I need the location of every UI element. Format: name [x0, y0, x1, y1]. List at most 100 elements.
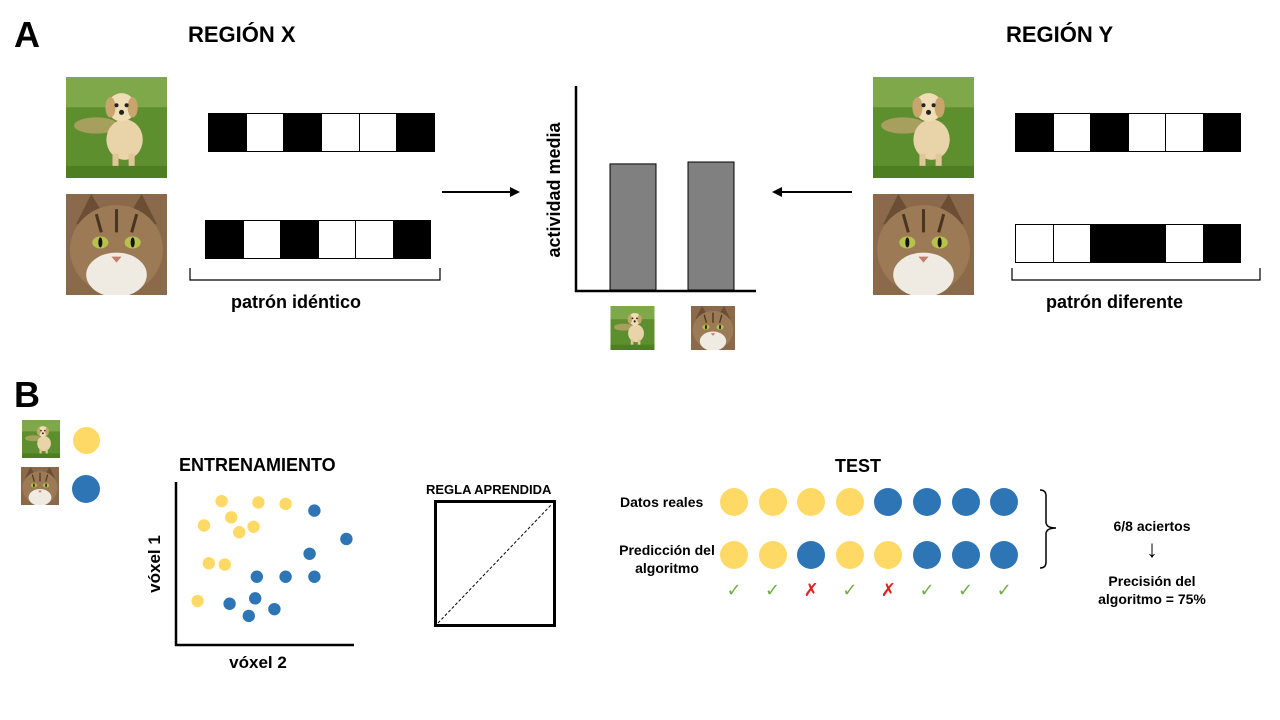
learned-rule-diagram — [434, 500, 556, 627]
bar-gato — [687, 161, 735, 291]
region-x-bracket — [189, 268, 441, 281]
check-icon: ✓ — [726, 580, 742, 601]
scatter-point-blue — [308, 504, 321, 517]
voxel-cell-inactive — [1166, 225, 1204, 262]
scatter-y-label: vóxel 1 — [145, 535, 164, 593]
scatter-point-blue — [242, 609, 255, 623]
voxel-cell-inactive — [356, 221, 394, 258]
cat-image — [66, 194, 167, 295]
legend-yellow-dot — [73, 427, 100, 454]
prediction-label: Predicción del algoritmo — [606, 541, 728, 577]
arrow-left-icon — [772, 187, 852, 197]
test-title: TEST — [835, 456, 882, 476]
arrow-right-icon — [442, 187, 520, 197]
accuracy-line1: Precisión del — [1108, 573, 1196, 589]
real-dot-blue — [951, 488, 980, 516]
legend-dog-image — [22, 420, 60, 458]
pred-dot-yellow — [835, 541, 864, 569]
voxel-cell-active — [1016, 114, 1054, 151]
region-x-cat-pattern — [205, 220, 431, 259]
voxel-cell-active — [209, 114, 247, 151]
region-y-caption: patrón diferente — [1046, 292, 1184, 312]
voxel-cell-active — [281, 221, 319, 258]
scatter-point-yellow — [233, 526, 246, 539]
chart-cat-thumb — [691, 306, 735, 350]
test-bracket — [1039, 489, 1057, 569]
voxel-cell-active — [1203, 225, 1240, 262]
real-dot-yellow — [835, 488, 864, 516]
pred-dot-yellow — [874, 541, 903, 569]
voxel-cell-active — [1091, 225, 1129, 262]
voxel-cell-inactive — [318, 221, 356, 258]
cat-image — [873, 194, 974, 295]
real-dot-yellow — [758, 488, 787, 516]
voxel-cell-inactive — [1053, 225, 1091, 262]
voxel-cell-inactive — [1128, 114, 1166, 151]
real-dot-blue — [874, 488, 903, 516]
check-icon: ✓ — [996, 580, 1012, 601]
scatter-point-blue — [308, 570, 321, 583]
scatter-point-blue — [249, 592, 262, 605]
voxel-cell-active — [397, 114, 435, 151]
pred-dot-blue — [797, 541, 826, 569]
voxel-cell-inactive — [1053, 114, 1091, 151]
check-icon: ✓ — [765, 580, 781, 601]
real-dot-blue — [913, 488, 941, 516]
check-icon: ✓ — [919, 580, 935, 601]
real-dot-yellow — [720, 488, 748, 516]
scatter-point-yellow — [247, 520, 260, 533]
scatter-point-blue — [268, 602, 281, 616]
region-y-bracket — [1011, 268, 1261, 281]
region-y-dog-pattern — [1015, 113, 1241, 152]
real-dot-yellow — [797, 488, 826, 516]
dog-image — [66, 77, 167, 178]
scatter-point-yellow — [218, 558, 231, 571]
legend-blue-dot — [72, 475, 100, 503]
scatter-point-yellow — [202, 557, 215, 570]
region-x-title: REGIÓN X — [188, 22, 296, 47]
test-grid: ✓✓✗✓✗✓✓✓ — [720, 487, 1024, 612]
region-x-dog-pattern — [208, 113, 435, 152]
voxel-cell-active — [206, 221, 244, 258]
scatter-point-yellow — [197, 519, 211, 532]
training-scatter-plot: vóxel 1 vóxel 2 — [145, 482, 354, 672]
real-dot-blue — [990, 488, 1019, 516]
pred-dot-yellow — [758, 541, 787, 569]
pred-dot-yellow — [720, 541, 748, 569]
legend-cat-image — [21, 467, 59, 505]
region-y-cat-pattern — [1015, 224, 1241, 263]
scatter-point-blue — [223, 597, 236, 610]
pred-dot-blue — [951, 541, 980, 569]
scatter-point-blue — [340, 532, 353, 546]
hits-count: 6/8 aciertos — [1113, 518, 1191, 534]
voxel-cell-inactive — [322, 114, 360, 151]
scatter-point-blue — [279, 570, 292, 583]
real-data-label: Datos reales — [620, 494, 704, 510]
pred-dot-blue — [990, 541, 1019, 569]
rule-title: REGLA APRENDIDA — [426, 482, 552, 497]
pred-dot-blue — [913, 541, 941, 569]
scatter-point-blue — [303, 547, 316, 560]
scatter-point-blue — [250, 570, 263, 583]
prediction-label-line2: algoritmo — [635, 560, 699, 576]
voxel-cell-active — [1128, 225, 1166, 262]
scatter-point-yellow — [252, 496, 265, 509]
accuracy-result: Precisión del algoritmo = 75% — [1082, 572, 1222, 608]
chart-y-label: actividad media — [544, 121, 564, 257]
accuracy-line2: algoritmo = 75% — [1098, 591, 1206, 607]
check-icon: ✓ — [958, 580, 974, 601]
voxel-cell-active — [1091, 114, 1129, 151]
scatter-point-yellow — [279, 497, 292, 511]
decision-boundary-line — [437, 503, 553, 624]
panel-a-label: A — [14, 14, 40, 55]
cross-icon: ✗ — [803, 580, 819, 601]
training-title: ENTRENAMIENTO — [179, 455, 336, 475]
voxel-cell-inactive — [1016, 225, 1054, 262]
scatter-point-yellow — [215, 494, 228, 508]
voxel-cell-inactive — [246, 114, 285, 151]
scatter-x-label: vóxel 2 — [229, 653, 287, 672]
bar-perro — [609, 163, 657, 291]
scatter-point-yellow — [191, 594, 204, 608]
chart-dog-thumb — [610, 306, 655, 350]
panel-b-label: B — [14, 374, 40, 415]
